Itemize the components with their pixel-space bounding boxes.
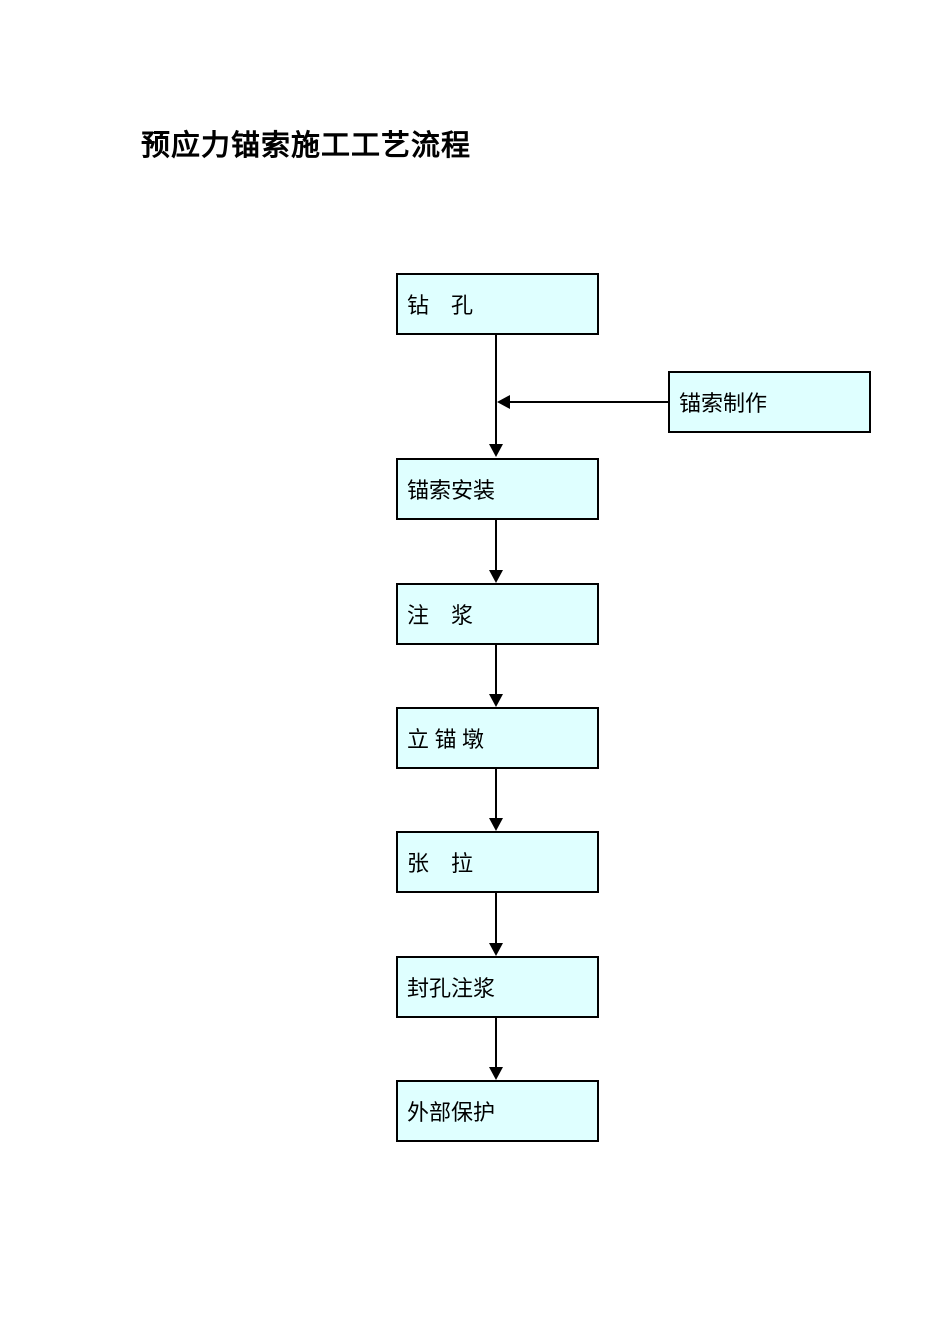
arrow-down-icon — [489, 818, 503, 831]
arrow-down-icon — [489, 943, 503, 956]
flow-node-cable-fabrication-label: 锚索制作 — [679, 391, 768, 416]
flow-node-grouting-label: 注 浆 — [407, 603, 474, 628]
flow-node-tensioning-label: 张 拉 — [407, 851, 474, 876]
connector-drilling-to-installation — [495, 335, 497, 445]
connector-sealing-to-protection — [495, 1018, 497, 1068]
connector-tensioning-to-sealing — [495, 893, 497, 944]
connector-installation-to-grouting — [495, 520, 497, 571]
page-title: 预应力锚索施工工艺流程 — [141, 130, 472, 162]
flow-node-external-protection-label: 外部保护 — [407, 1100, 496, 1125]
flow-node-anchor-pier-erection: 立 锚 墩 — [396, 707, 599, 769]
flow-node-cable-installation-label: 锚索安装 — [407, 478, 496, 503]
flow-node-cable-installation: 锚索安装 — [396, 458, 599, 520]
arrow-down-icon — [489, 694, 503, 707]
flow-node-cable-fabrication: 锚索制作 — [668, 371, 871, 433]
flow-node-anchor-pier-erection-label: 立 锚 墩 — [407, 727, 485, 752]
flow-node-external-protection: 外部保护 — [396, 1080, 599, 1142]
flow-node-hole-sealing-grouting: 封孔注浆 — [396, 956, 599, 1018]
connector-anchor-pier-to-tensioning — [495, 769, 497, 819]
flow-node-drilling-label: 钻 孔 — [407, 293, 474, 318]
arrow-left-icon — [497, 395, 510, 409]
arrow-down-icon — [489, 444, 503, 457]
flow-node-grouting: 注 浆 — [396, 583, 599, 645]
arrow-down-icon — [489, 570, 503, 583]
arrow-down-icon — [489, 1067, 503, 1080]
connector-grouting-to-anchor-pier — [495, 645, 497, 695]
flow-node-hole-sealing-grouting-label: 封孔注浆 — [407, 976, 496, 1001]
flow-node-drilling: 钻 孔 — [396, 273, 599, 335]
connector-cable-fabrication — [510, 401, 668, 403]
flow-node-tensioning: 张 拉 — [396, 831, 599, 893]
